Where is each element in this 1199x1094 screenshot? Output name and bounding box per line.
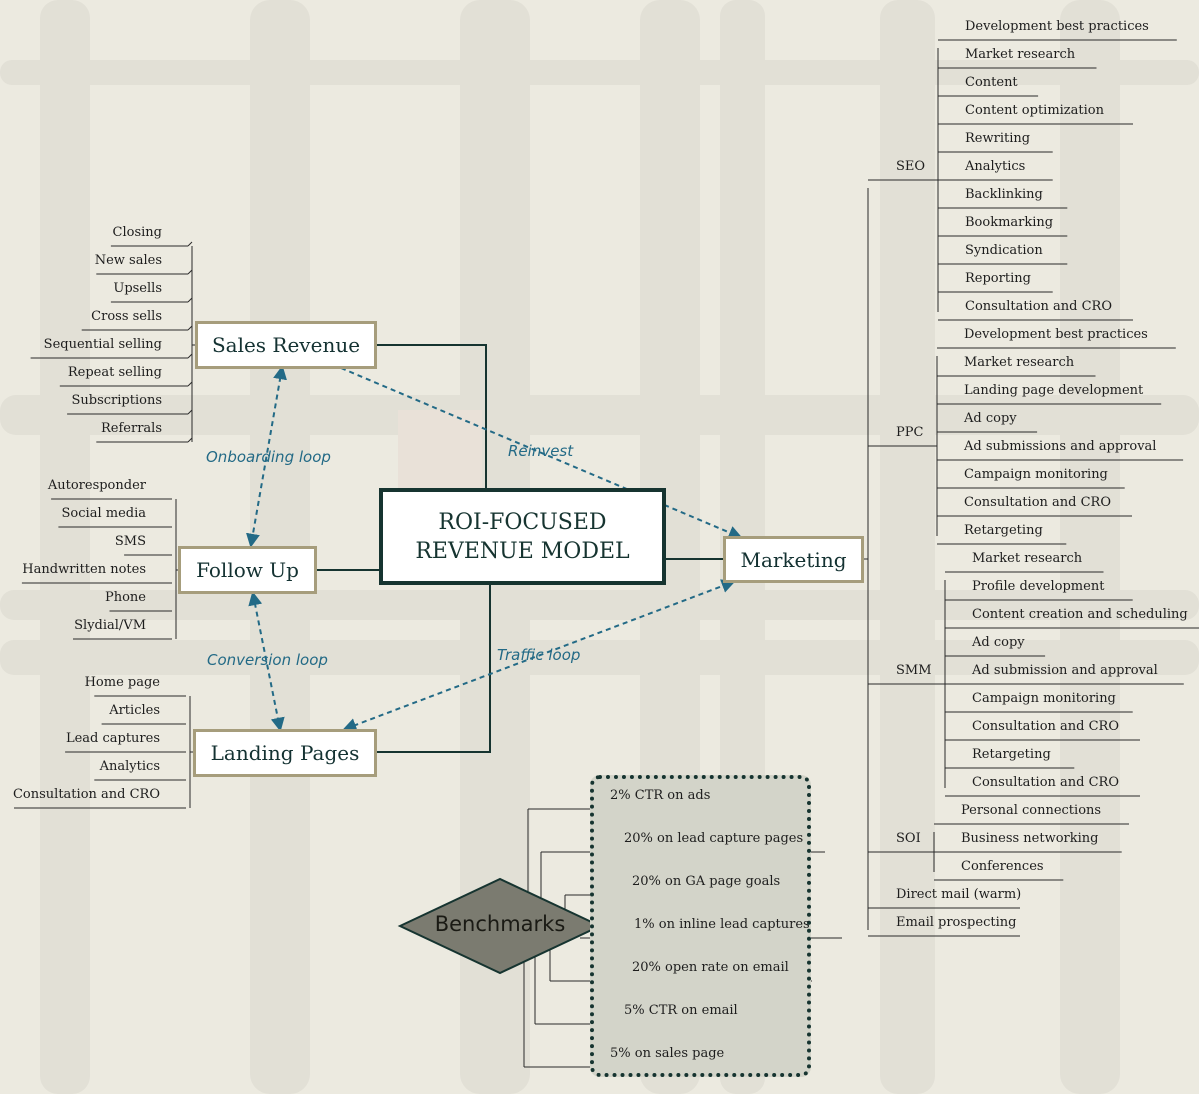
follow-up-item[interactable]: SMS [114,534,146,549]
benchmark-item[interactable]: 20% on GA page goals [632,874,781,889]
central-topic-line2: REVENUE MODEL [415,538,630,564]
marketing-smm-item[interactable]: Consultation and CRO [972,719,1120,734]
marketing-soi-item[interactable]: Conferences [961,859,1044,874]
marketing-seo-item[interactable]: Rewriting [965,131,1031,146]
item-corner [187,437,193,443]
marketing-soi-item[interactable]: Personal connections [961,803,1102,818]
marketing-smm-item[interactable]: Ad submission and approval [972,663,1158,678]
marketing-ppc-item[interactable]: Retargeting [964,523,1043,538]
item-corner [187,297,193,303]
marketing-smm-item[interactable]: Consultation and CRO [972,775,1120,790]
sales-revenue-item[interactable]: Repeat selling [67,365,162,380]
marketing-seo-item[interactable]: Syndication [965,243,1043,258]
benchmark-item[interactable]: 20% on lead capture pages [624,831,804,846]
benchmarks-label: Benchmarks [434,912,566,936]
marketing-seo-item[interactable]: Development best practices [965,19,1149,34]
marketing-ppc-item[interactable]: Campaign monitoring [964,467,1108,482]
sales-revenue-item[interactable]: Upsells [113,281,162,296]
onboarding-loop-label: Onboarding loop [206,448,331,466]
benchmark-item[interactable]: 2% CTR on ads [610,788,711,803]
sales-revenue-item[interactable]: New sales [94,253,162,268]
benchmark-item[interactable]: 5% CTR on email [624,1003,738,1018]
sales-revenue-item[interactable]: Sequential selling [43,337,162,352]
sales-revenue-item[interactable]: Cross sells [91,309,162,324]
marketing-ppc-item[interactable]: Ad copy [964,411,1017,426]
conversion-loop-label: Conversion loop [207,651,328,669]
follow-up-item[interactable]: Social media [61,506,146,521]
follow-up-item[interactable]: Phone [104,590,146,605]
landing-pages-item[interactable]: Articles [109,703,160,718]
follow-up-node[interactable]: Follow Up [178,546,317,594]
marketing-ppc-item[interactable]: Market research [964,355,1075,370]
onboarding-loop-arrow [246,365,287,548]
marketing-smm-item[interactable]: Ad copy [972,635,1025,650]
item-corner [187,381,193,387]
marketing-ppc-item[interactable]: Development best practices [964,327,1148,342]
item-corner [187,325,193,331]
traffic-loop-arrow [342,579,736,732]
sales-revenue-item[interactable]: Closing [112,225,162,240]
marketing-direct-mail[interactable]: Direct mail (warm) [896,887,1022,902]
benchmark-item[interactable]: 1% on inline lead captures [634,917,810,932]
central-topic-line1: ROI-FOCUSED [438,509,607,535]
marketing-seo-item[interactable]: Bookmarking [965,215,1054,230]
reinvest-label: Reinvest [508,442,574,460]
item-corner [187,269,193,275]
marketing-smm-item[interactable]: Market research [972,551,1083,566]
follow-up-item[interactable]: Handwritten notes [22,562,146,577]
marketing-seo-item[interactable]: Consultation and CRO [965,299,1113,314]
benchmarks-panel [590,775,811,1077]
loop-arrows [246,365,743,732]
marketing-smm-item[interactable]: Campaign monitoring [972,691,1116,706]
landing-pages-item[interactable]: Analytics [99,759,160,774]
item-corner [187,353,193,359]
benchmark-item[interactable]: 5% on sales page [610,1046,725,1061]
follow-up-item[interactable]: Autoresponder [47,478,146,493]
marketing-seo-item[interactable]: Market research [965,47,1076,62]
traffic-loop-label: Traffic loop [497,646,581,664]
conversion-loop-arrow [248,591,285,732]
marketing-ppc-item[interactable]: Consultation and CRO [964,495,1112,510]
marketing-seo-item[interactable]: Backlinking [965,187,1043,202]
marketing-seo-item[interactable]: Content [965,75,1018,90]
reinvest-arrow [340,367,743,540]
marketing-seo-item[interactable]: Analytics [965,159,1026,174]
landing-pages-item[interactable]: Consultation and CRO [12,787,160,802]
landing-pages-item[interactable]: Home page [84,675,160,690]
marketing-seo-label[interactable]: SEO [896,159,926,174]
marketing-soi-item[interactable]: Business networking [961,831,1099,846]
sales-revenue-item[interactable]: Subscriptions [71,393,163,408]
sales-revenue-item[interactable]: Referrals [101,421,162,436]
marketing-ppc-label[interactable]: PPC [896,425,924,440]
marketing-seo-item[interactable]: Content optimization [965,103,1104,118]
marketing-smm-item[interactable]: Content creation and scheduling [972,607,1188,622]
marketing-seo-item[interactable]: Reporting [965,271,1031,286]
item-corner [187,241,193,247]
marketing-email-prospecting[interactable]: Email prospecting [896,915,1017,930]
marketing-soi-label[interactable]: SOI [896,831,921,846]
marketing-node[interactable]: Marketing [723,536,864,583]
landing-pages-node[interactable]: Landing Pages [193,729,377,777]
marketing-smm-item[interactable]: Retargeting [972,747,1051,762]
benchmark-item[interactable]: 20% open rate on email [632,960,789,975]
sales-revenue-node[interactable]: Sales Revenue [195,321,377,369]
landing-pages-item[interactable]: Lead captures [65,731,160,746]
central-topic[interactable]: ROI-FOCUSED REVENUE MODEL [379,488,666,585]
marketing-ppc-item[interactable]: Ad submissions and approval [964,439,1157,454]
follow-up-item[interactable]: Slydial/VM [74,618,146,633]
marketing-smm-item[interactable]: Profile development [972,579,1105,594]
item-corner [187,409,193,415]
marketing-ppc-item[interactable]: Landing page development [964,383,1144,398]
marketing-smm-label[interactable]: SMM [896,663,932,678]
